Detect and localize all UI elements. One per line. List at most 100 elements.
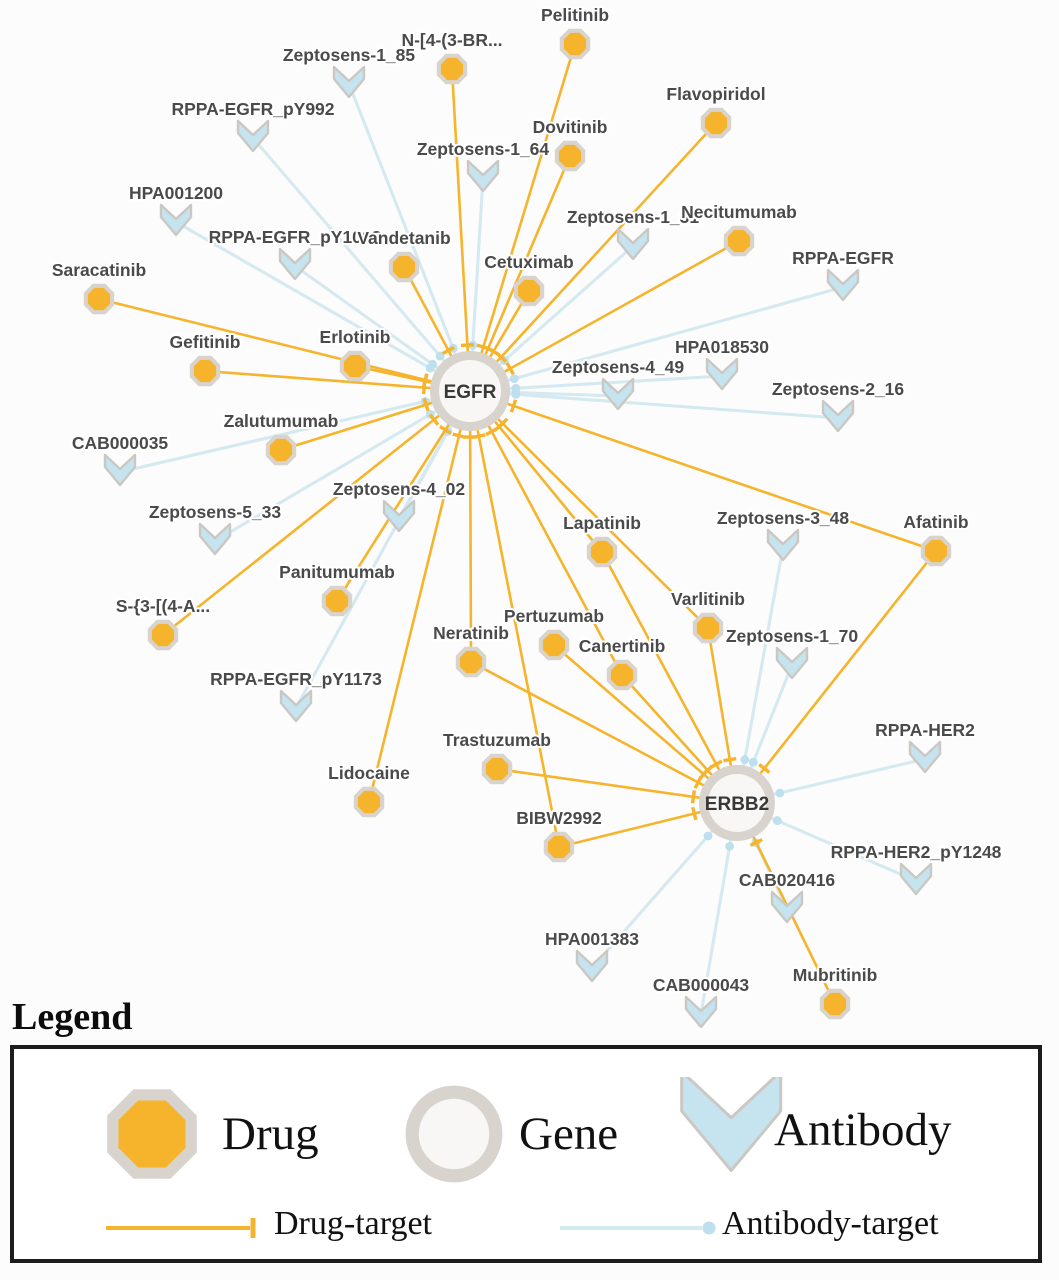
drug-target-tick bbox=[758, 763, 771, 774]
antibody-target-dot bbox=[435, 351, 445, 361]
drug-target-legend-label: Drug-target bbox=[274, 1205, 432, 1242]
antibody-node bbox=[382, 499, 416, 533]
antibody-node bbox=[616, 227, 650, 261]
gene-node bbox=[699, 765, 775, 841]
antibody-node-label: HPA001200 bbox=[129, 183, 223, 203]
drug-target-edge bbox=[204, 369, 471, 393]
drug-node-label: Vandetanib bbox=[357, 228, 450, 248]
antibody-target-dot bbox=[703, 831, 713, 841]
antibody-target-dot bbox=[428, 359, 437, 369]
antibody-target-edge bbox=[251, 136, 472, 393]
drug-node bbox=[83, 283, 115, 315]
antibody-chevron-icon bbox=[601, 377, 635, 411]
antibody-node bbox=[103, 453, 137, 487]
label-layer: Zeptosens-1_85RPPA-EGFR_pY992HPA001200RP… bbox=[50, 3, 1004, 997]
antibody-node-label: Zeptosens-5_33 bbox=[149, 502, 282, 522]
antibody-chevron-icon bbox=[899, 862, 933, 896]
drug-octagon-icon bbox=[563, 32, 587, 56]
drug-target-edge bbox=[469, 389, 937, 553]
antibody-chevron bbox=[680, 1077, 783, 1172]
drug-octagon-icon bbox=[343, 354, 367, 378]
drug-node bbox=[692, 612, 724, 644]
drug-node-label: Lidocaine bbox=[328, 763, 410, 783]
drug-node bbox=[455, 646, 487, 678]
antibody-node-label: RPPA-EGFR bbox=[792, 248, 894, 268]
antibody-node-label: RPPA-HER2 bbox=[875, 720, 975, 740]
drug-target-tick bbox=[486, 346, 500, 357]
drug-target-tick bbox=[428, 413, 440, 426]
antibody-chevron-icon bbox=[466, 159, 500, 193]
gene-legend-icon bbox=[405, 1085, 503, 1183]
antibody-node-label: Zeptosens-1_70 bbox=[726, 626, 859, 646]
antibody-target-dot bbox=[748, 757, 758, 767]
antibody-node-label: HPA001383 bbox=[545, 929, 639, 949]
antibody-target-dot bbox=[725, 841, 734, 851]
antibody-node-label: Zeptosens-2_16 bbox=[772, 379, 905, 399]
drug-octagon-icon bbox=[823, 992, 847, 1016]
antibody-target-dot bbox=[511, 383, 521, 393]
drug-node bbox=[920, 535, 952, 567]
antibody-node-label: Zeptosens-4_49 bbox=[552, 357, 685, 377]
antibody-target-edge bbox=[294, 390, 472, 709]
antibody-chevron-icon bbox=[821, 399, 855, 433]
antibody-chevron-icon bbox=[616, 227, 650, 261]
antibody-chevron-icon bbox=[332, 65, 366, 99]
drug-target-tick bbox=[505, 362, 515, 376]
antibody-chevron-icon bbox=[159, 203, 193, 237]
gene-label: ERBB2 bbox=[705, 794, 769, 815]
drug-node-label: Afatinib bbox=[903, 512, 968, 532]
drug-node bbox=[481, 753, 513, 785]
antibody-target-edge bbox=[347, 83, 472, 392]
drug-target-tick bbox=[691, 806, 698, 821]
drug-node bbox=[538, 629, 570, 661]
drug-target-tick bbox=[496, 417, 509, 430]
drug-legend-icon bbox=[107, 1089, 197, 1179]
drug-target-edge bbox=[600, 551, 739, 804]
drug-node bbox=[513, 275, 545, 307]
drug-node bbox=[436, 53, 468, 85]
drug-target-tick bbox=[485, 426, 499, 437]
legend-box: Drug Gene Antibody Drug-target Antibody-… bbox=[10, 1045, 1042, 1263]
drug-node bbox=[543, 831, 575, 863]
antibody-node bbox=[766, 528, 800, 562]
drug-target-edge bbox=[469, 239, 740, 393]
drug-target-edge bbox=[469, 122, 717, 392]
drug-target-tick bbox=[422, 397, 430, 412]
drug-node-label: Pertuzumab bbox=[504, 606, 604, 626]
drug-octagon-icon bbox=[517, 279, 541, 303]
drug-target-tick bbox=[509, 399, 518, 413]
drug-node-label: Mubritinib bbox=[793, 965, 878, 985]
antibody-node-label: RPPA-EGFR_pY992 bbox=[171, 99, 334, 119]
antibody-chevron-icon bbox=[198, 522, 232, 556]
drug-octagon-icon bbox=[542, 633, 566, 657]
drug-target-edge bbox=[468, 390, 624, 676]
antibody-chevron-icon bbox=[103, 453, 137, 487]
drug-node-label: Canertinib bbox=[579, 636, 666, 656]
antibody-chevron-icon bbox=[775, 646, 809, 680]
drug-target-edge bbox=[367, 390, 472, 803]
drug-node bbox=[559, 28, 591, 60]
drug-target-edge bbox=[468, 390, 473, 663]
gene-label: EGFR bbox=[444, 382, 497, 403]
antibody-node-label: Zeptosens-3_48 bbox=[717, 508, 850, 528]
drug-octagon-icon bbox=[459, 650, 483, 674]
antibody-node-label: Zeptosens-1_85 bbox=[283, 45, 416, 65]
drug-node bbox=[700, 107, 732, 139]
drug-target-tick bbox=[460, 343, 475, 348]
drug-octagon-icon bbox=[727, 229, 751, 253]
antibody-node bbox=[705, 357, 739, 391]
antibody-chevron-icon bbox=[279, 689, 313, 723]
node-layer bbox=[83, 28, 952, 1029]
drug-node-label: Pelitinib bbox=[541, 5, 609, 25]
drug-target-edge bbox=[468, 155, 572, 392]
drug-node-label: BIBW2992 bbox=[516, 808, 602, 828]
antibody-node bbox=[684, 995, 718, 1029]
antibody-chevron-icon bbox=[705, 357, 739, 391]
drug-node bbox=[554, 140, 586, 172]
antibody-node bbox=[159, 203, 193, 237]
antibody-chevron-icon bbox=[278, 247, 312, 281]
drug-octagon bbox=[118, 1100, 186, 1168]
drug-octagon-icon bbox=[325, 589, 349, 613]
